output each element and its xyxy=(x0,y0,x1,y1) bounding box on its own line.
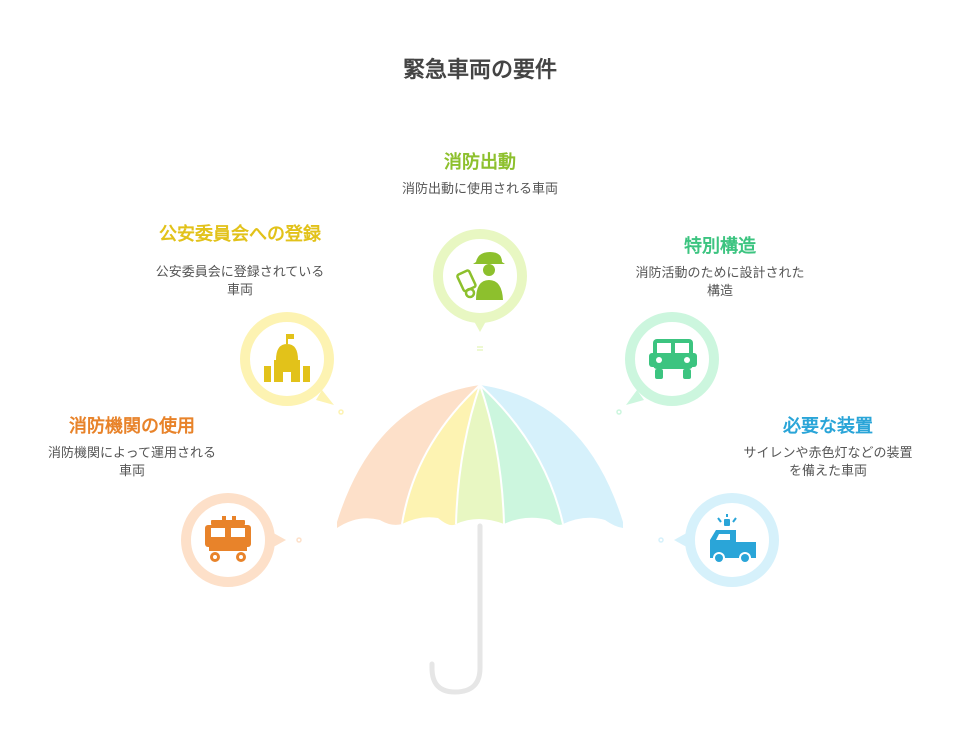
umbrella-panel-orange xyxy=(337,385,480,528)
vehicle-front-icon xyxy=(649,339,697,379)
item-fire-department-use-bubble xyxy=(181,493,302,587)
firefighter-icon xyxy=(456,252,505,300)
item-public-safety-registration-description: 公安委員会に登録されている車両 xyxy=(155,265,325,298)
item-fire-dispatch-title: 消防出動 xyxy=(444,152,516,173)
item-special-structure-description: 消防活動のために設計された構造 xyxy=(635,266,805,299)
siren-truck-icon xyxy=(710,514,756,564)
diagram-title: 緊急車両の要件 xyxy=(402,58,557,83)
item-required-equipment-description: サイレンや赤色灯などの装置を備えた車両 xyxy=(743,446,913,479)
umbrella-panel-blue xyxy=(480,385,623,528)
umbrella-panel-green xyxy=(480,385,563,525)
government-building-icon xyxy=(264,334,310,382)
item-required-equipment-bubble xyxy=(658,493,779,587)
umbrella-handle xyxy=(429,523,483,695)
item-fire-department-use-description: 消防機関によって運用される車両 xyxy=(48,446,216,479)
fire-truck-icon xyxy=(205,516,251,562)
item-special-structure-title: 特別構造 xyxy=(684,236,756,257)
item-public-safety-registration-bubble xyxy=(240,312,344,415)
item-fire-dispatch-description: 消防出動に使用される車両 xyxy=(401,182,558,197)
item-fire-department-use-title: 消防機関の使用 xyxy=(69,416,195,437)
umbrella-canopy xyxy=(337,384,623,528)
umbrella-panel-yellow xyxy=(402,385,480,526)
umbrella-panel-lime xyxy=(456,385,504,524)
item-special-structure-bubble xyxy=(616,312,719,415)
item-required-equipment-title: 必要な装置 xyxy=(783,416,873,437)
item-public-safety-registration-title: 公安委員会への登録 xyxy=(159,224,321,245)
item-fire-dispatch-bubble xyxy=(433,229,527,351)
